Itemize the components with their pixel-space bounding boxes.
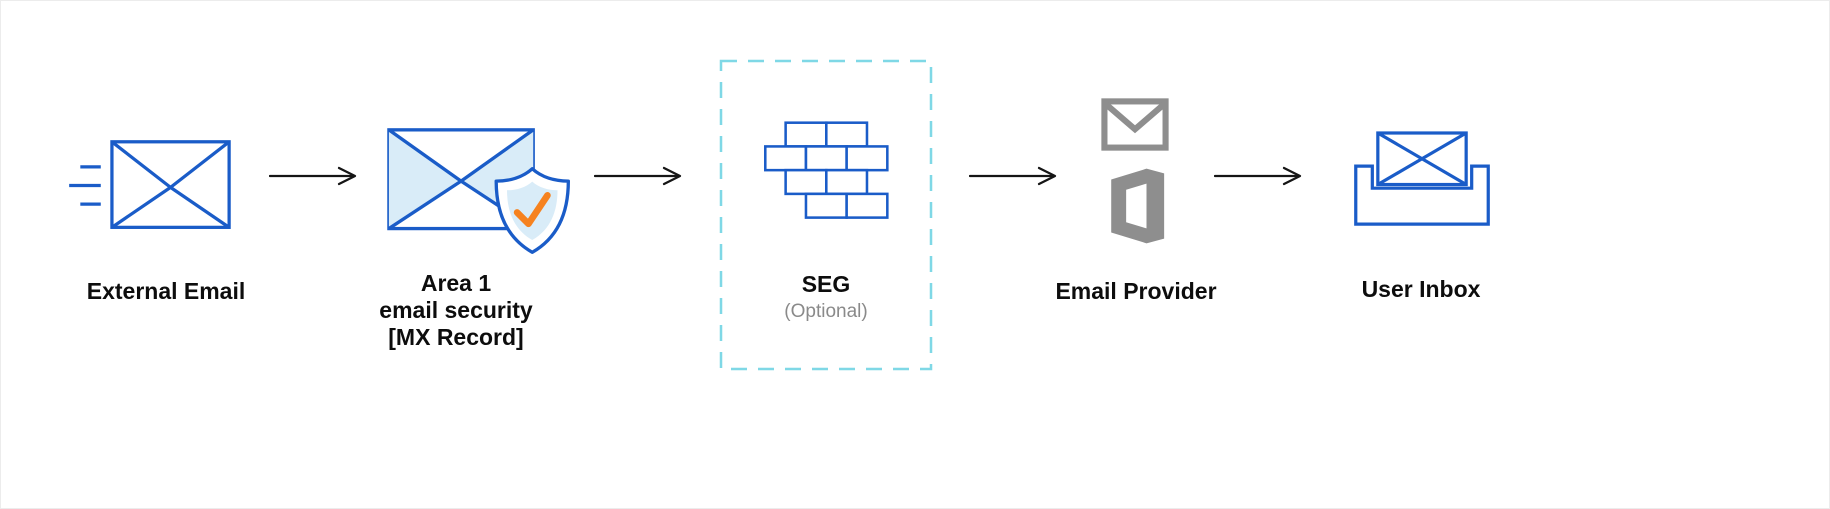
- arrow-right-icon: [1214, 166, 1302, 186]
- arrow-right-icon: [594, 166, 682, 186]
- node-label-email-provider: Email Provider: [1055, 278, 1217, 304]
- area1-line-3: [MX Record]: [388, 324, 524, 350]
- gmail-icon: [1101, 98, 1169, 151]
- arrow-right-icon: [269, 166, 357, 186]
- mail-icon: [69, 140, 231, 229]
- node-label-user-inbox: User Inbox: [1361, 276, 1481, 302]
- node-label-seg: SEG (Optional): [741, 271, 911, 323]
- speed-lines: [69, 165, 101, 206]
- shield-check-icon: [494, 167, 570, 254]
- office-icon: [1111, 168, 1165, 244]
- node-label-area1: Area 1 email security [MX Record]: [356, 270, 556, 351]
- area1-line-2: email security: [379, 297, 533, 323]
- area1-line-1: Area 1: [420, 270, 492, 296]
- check-icon: [513, 192, 551, 228]
- inbox-tray-icon: [1354, 131, 1490, 226]
- seg-label: SEG: [801, 271, 851, 297]
- mail-shield-check-icon: [387, 128, 570, 254]
- firewall-icon: [764, 121, 889, 219]
- seg-optional-boundary: [719, 59, 933, 371]
- arrow-right-icon: [969, 166, 1057, 186]
- node-label-external-email: External Email: [86, 278, 246, 304]
- seg-optional-label: (Optional): [784, 301, 868, 322]
